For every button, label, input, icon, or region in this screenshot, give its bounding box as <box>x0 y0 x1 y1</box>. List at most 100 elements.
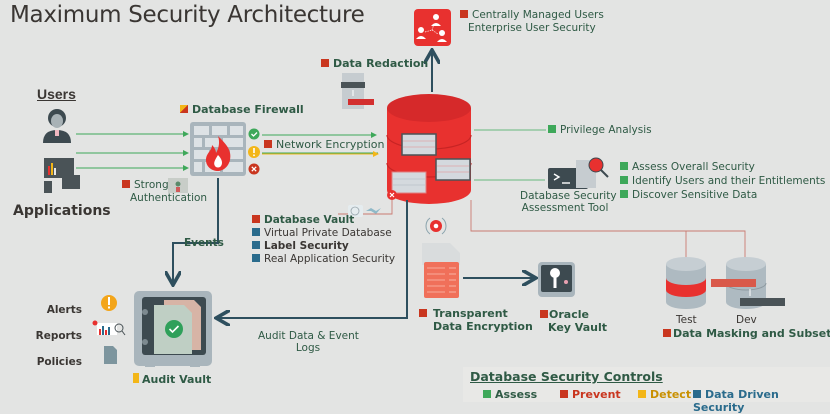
vault-control-item: Virtual Private Database <box>252 227 395 240</box>
masking-lines <box>470 200 746 258</box>
vault-control-text: Database Vault <box>264 214 355 226</box>
detect-prevent-marker <box>180 105 188 113</box>
assessment-tool-line1: Database Security <box>520 190 617 202</box>
test-database-icon <box>666 257 706 309</box>
tde-line1: Transparent <box>433 307 508 320</box>
vault-control-text: Label Security <box>264 240 349 252</box>
audit-outputs: Alerts Reports Policies <box>30 297 82 375</box>
enterprise-line2: Enterprise User Security <box>468 22 596 34</box>
database-firewall-label: Database Firewall <box>180 103 304 116</box>
applications-icon <box>44 158 80 193</box>
vault-control-item: Label Security <box>252 240 395 253</box>
assess-marker <box>620 162 628 170</box>
legend-panel <box>463 367 830 402</box>
data-driven-marker <box>252 241 260 249</box>
prevent-marker <box>419 309 427 317</box>
data-redaction-icon <box>341 73 374 109</box>
prevent-swatch <box>560 390 568 398</box>
prevent-marker <box>252 215 260 223</box>
audit-vault-text: Audit Vault <box>142 373 212 386</box>
audit-vault-label: Audit Vault <box>133 373 211 386</box>
prevent-marker <box>663 329 671 337</box>
clock-icon <box>348 205 363 217</box>
assessment-item: Assess Overall Security <box>620 160 825 174</box>
audit-vault-icon <box>134 291 212 367</box>
applications-heading: Applications <box>13 203 111 219</box>
assessment-tool-icon <box>548 157 609 189</box>
network-encryption-text: Network Encryption <box>276 138 385 151</box>
database-icon <box>386 94 472 204</box>
privilege-analysis-text: Privilege Analysis <box>560 124 652 136</box>
key-vault-label: Oracle Key Vault <box>540 308 607 334</box>
vault-controls-list: Database Vault Virtual Private Database … <box>252 214 395 266</box>
key-vault-icon <box>538 262 575 297</box>
audit-data-line1: Audit Data & Event <box>258 330 359 342</box>
data-redaction-label: Data Redaction <box>321 57 428 70</box>
data-driven-marker <box>252 228 260 236</box>
firewall-icon <box>190 122 246 176</box>
legend-detect-text: Detect <box>650 388 692 401</box>
assess-marker <box>548 125 556 133</box>
architecture-graphics <box>43 9 785 367</box>
assessment-item-text: Identify Users and their Entitlements <box>632 175 826 187</box>
data-masking-text: Data Masking and Subsetting <box>673 327 830 340</box>
legend-assess-text: Assess <box>495 388 538 401</box>
vault-control-text: Virtual Private Database <box>264 227 392 239</box>
encrypted-file-icon <box>422 243 460 298</box>
prevent-marker <box>122 180 130 188</box>
enterprise-user-security-label: Centrally Managed Users Enterprise User … <box>460 9 604 35</box>
assess-marker <box>620 190 628 198</box>
strong-auth-line1: Strong <box>134 179 169 191</box>
legend-prevent-text: Prevent <box>572 388 621 401</box>
assessment-tool-label: Database Security Assessment Tool <box>520 190 617 214</box>
user-icon <box>43 109 71 143</box>
events-label: Events <box>184 237 224 249</box>
allow-check-icon <box>248 128 260 140</box>
assessment-tool-line2: Assessment Tool <box>521 202 609 214</box>
tde-label: Transparent Data Encryption <box>419 307 533 333</box>
alerts-label: Alerts <box>46 304 82 316</box>
strong-authentication-label: Strong Authentication <box>122 179 207 205</box>
data-driven-marker <box>252 254 260 262</box>
assessment-item-text: Assess Overall Security <box>632 161 755 173</box>
network-icon <box>366 208 381 214</box>
encryption-gear-icon <box>425 217 447 235</box>
detect-marker <box>133 373 139 383</box>
policies-icon <box>104 346 117 364</box>
prevent-marker <box>540 310 548 318</box>
data-masking-label: Data Masking and Subsetting <box>663 327 830 340</box>
assessment-item: Identify Users and their Entitlements <box>620 174 825 188</box>
prevent-marker <box>264 140 272 148</box>
users-heading: Users <box>37 86 76 102</box>
network-encryption-label: Network Encryption <box>264 138 384 151</box>
legend-data-driven-text: Data Driven Security <box>693 388 779 414</box>
prevent-marker <box>460 10 468 18</box>
vault-control-item: Database Vault <box>252 214 395 227</box>
legend-prevent: Prevent <box>560 388 621 401</box>
key-vault-line2: Key Vault <box>548 321 607 334</box>
privilege-analysis-label: Privilege Analysis <box>548 124 652 136</box>
policies-label: Policies <box>36 356 82 368</box>
assess-swatch <box>483 390 491 398</box>
legend-data-driven: Data Driven Security <box>693 388 830 414</box>
audit-data-label: Audit Data & Event Logs <box>258 330 359 354</box>
traffic-lines <box>76 131 379 171</box>
key-vault-line1: Oracle <box>549 308 589 321</box>
vault-line <box>338 200 393 215</box>
vault-control-item: Real Application Security <box>252 253 395 266</box>
data-redaction-text: Data Redaction <box>333 57 429 70</box>
dev-label: Dev <box>736 314 757 326</box>
assessment-item-text: Discover Sensitive Data <box>632 189 758 201</box>
audit-data-arrow <box>218 200 408 318</box>
reports-icon <box>92 320 126 336</box>
enterprise-users-icon <box>414 9 451 46</box>
legend-title: Database Security Controls <box>470 369 663 384</box>
vault-control-text: Real Application Security <box>264 253 396 265</box>
legend-assess: Assess <box>483 388 537 401</box>
assessment-items: Assess Overall Security Identify Users a… <box>620 160 825 202</box>
assessment-item: Discover Sensitive Data <box>620 188 825 202</box>
prevent-marker <box>321 59 329 67</box>
strong-auth-line2: Authentication <box>130 192 208 204</box>
assess-marker <box>620 176 628 184</box>
tde-line2: Data Encryption <box>433 320 533 333</box>
